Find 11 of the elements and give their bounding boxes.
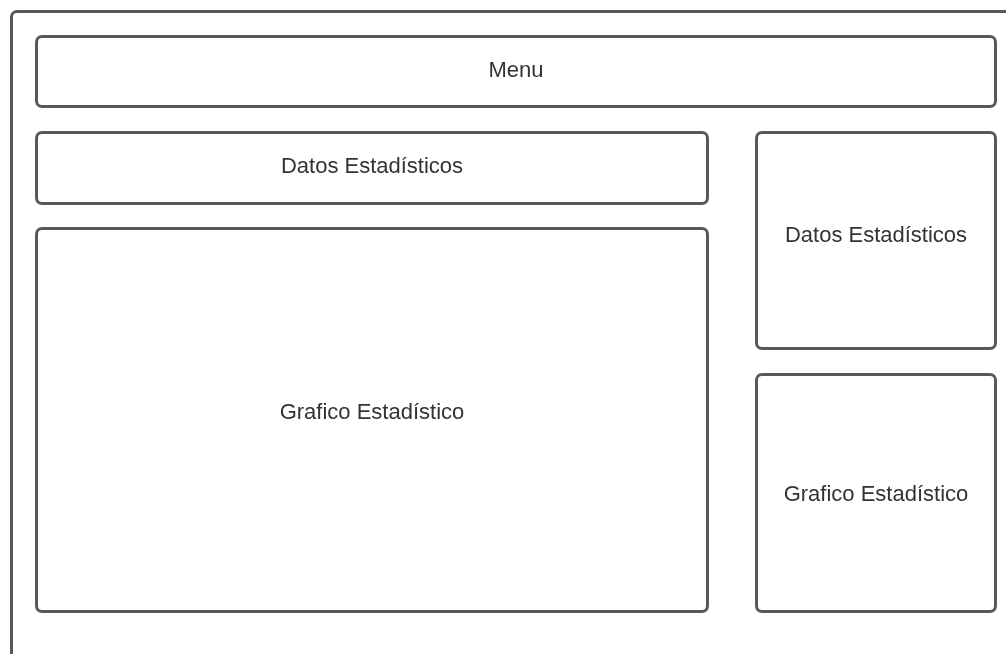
- panel-label: Grafico Estadístico: [278, 399, 466, 426]
- panel-box: [755, 131, 997, 350]
- panel-label: Datos Estadísticos: [783, 222, 969, 249]
- page-frame: [10, 10, 1006, 654]
- panel-box: [35, 35, 997, 108]
- panel-box: [35, 227, 709, 613]
- panel-box: [35, 131, 709, 205]
- panel-box: [755, 373, 997, 613]
- panel-label: Datos Estadísticos: [279, 153, 465, 180]
- panel-label: Grafico Estadístico: [782, 481, 970, 508]
- panel-label: Menu: [487, 57, 545, 84]
